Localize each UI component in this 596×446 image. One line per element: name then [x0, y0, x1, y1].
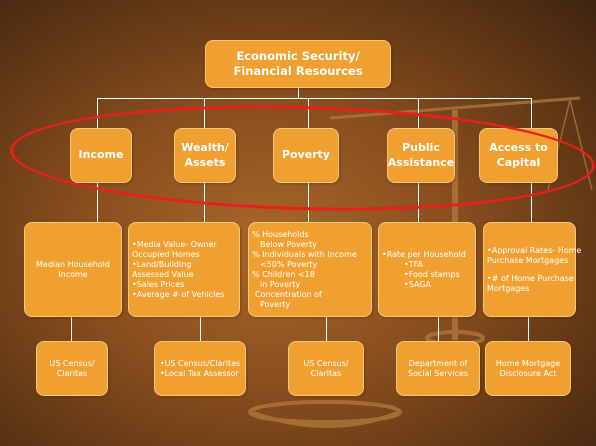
indicator-poverty-line-6: in Poverty: [260, 279, 301, 289]
indicator-wealth-line-4: Assessed Value: [132, 269, 194, 279]
source-capital-line-1: Home Mortgage: [495, 358, 561, 368]
category-public-line-2: Assistance: [387, 155, 455, 169]
category-capital-line-1: Access to: [489, 141, 548, 155]
indicators-public-assistance: •Rate per Household •TFA •Food stamps •S…: [378, 222, 476, 317]
indicator-wealth-line-1: •Media Value- Owner: [132, 239, 217, 249]
category-wealth-line-1: Wealth/: [181, 141, 229, 155]
root-line-1: Economic Security/: [236, 49, 360, 64]
connector-public-indicators: [418, 183, 419, 223]
source-income: US Census/ Claritas: [36, 341, 108, 396]
connector-poverty-indicators: [308, 183, 309, 223]
indicator-income-line-2: Income: [58, 269, 88, 279]
indicator-poverty-line-4: <50% Poverty: [260, 259, 318, 269]
connector-root-down: [298, 88, 299, 98]
indicator-poverty-line-5: % Children <18: [252, 269, 315, 279]
connector-to-capital: [531, 98, 532, 128]
indicator-public-line-2: •TFA: [404, 259, 423, 269]
category-public-line-1: Public: [402, 141, 440, 155]
source-capital-line-2: Disclosure Act: [499, 368, 557, 378]
source-income-line-1: US Census/: [49, 358, 95, 368]
indicator-wealth-line-3: •Land/Building: [132, 259, 192, 269]
indicator-capital-line-4: •# of Home Purchase: [487, 273, 574, 283]
category-income: Income: [70, 128, 132, 183]
root-line-2: Financial Resources: [233, 64, 363, 78]
source-poverty: US Census/ Claritas: [288, 341, 364, 396]
indicators-access-to-capital: •Approval Rates- Home Purchase Mortgages…: [483, 222, 582, 317]
category-wealth-assets: Wealth/ Assets: [174, 128, 236, 183]
indicator-income-line-1: Median Household: [36, 259, 110, 269]
indicator-public-line-3: •Food stamps: [404, 269, 460, 279]
indicator-poverty-line-1: % Households: [252, 229, 309, 239]
connector-to-poverty: [308, 98, 309, 128]
category-poverty: Poverty: [273, 128, 339, 183]
source-income-line-2: Claritas: [56, 368, 88, 378]
category-poverty-line-1: Poverty: [281, 148, 331, 162]
connector-to-wealth: [204, 98, 205, 128]
source-public-assistance: Department of Social Services: [396, 341, 480, 396]
connector-wealth-source: [200, 317, 201, 341]
connector-capital-source: [528, 317, 529, 341]
connector-income-indicators: [97, 183, 98, 223]
connector-to-public: [418, 98, 419, 128]
indicator-capital-line-5: Mortgages: [487, 283, 530, 293]
indicator-poverty-line-8: Poverty: [260, 299, 291, 309]
connector-public-source: [438, 317, 439, 341]
indicators-wealth: •Media Value- Owner Occupied Homes •Land…: [128, 222, 240, 317]
category-wealth-line-2: Assets: [184, 155, 226, 169]
category-access-to-capital: Access to Capital: [479, 128, 558, 183]
connector-income-source: [71, 317, 72, 341]
connector-branch-bar: [97, 98, 531, 99]
connector-to-income: [97, 98, 98, 128]
indicator-capital-line-2: Purchase Mortgages: [487, 255, 569, 265]
indicator-poverty-line-2: Below Poverty: [260, 239, 317, 249]
source-wealth: •US Census/Claritas •Local Tax Assessor: [154, 341, 246, 396]
category-public-assistance: Public Assistance: [387, 128, 455, 183]
root-node-economic-security: Economic Security/ Financial Resources: [205, 40, 391, 88]
indicator-wealth-line-6: •Average # of Vehicles: [132, 289, 225, 299]
indicator-public-line-1: •Rate per Household: [382, 249, 466, 259]
source-public-line-1: Department of: [408, 358, 468, 368]
indicator-wealth-line-2: Occupied Homes: [132, 249, 200, 259]
source-wealth-line-1: •US Census/Claritas: [159, 358, 241, 368]
indicators-poverty: % Households Below Poverty % Individuals…: [248, 222, 372, 317]
category-income-line-1: Income: [78, 148, 124, 162]
source-access-to-capital: Home Mortgage Disclosure Act: [485, 341, 571, 396]
indicators-income: Median Household Income: [24, 222, 122, 317]
category-capital-line-2: Capital: [496, 155, 541, 169]
indicator-poverty-line-3: % Individuals with Income: [252, 249, 357, 259]
indicator-poverty-line-7: Concentration of: [255, 289, 322, 299]
indicator-capital-line-1: •Approval Rates- Home: [487, 245, 582, 255]
connector-capital-indicators: [531, 183, 532, 223]
source-wealth-line-2: •Local Tax Assessor: [159, 368, 239, 378]
connector-wealth-indicators: [204, 183, 205, 223]
indicator-capital-line-3: [487, 266, 572, 274]
connector-poverty-source: [326, 317, 327, 341]
indicator-public-line-4: •SAGA: [404, 279, 431, 289]
source-poverty-line-1: US Census/: [303, 358, 349, 368]
indicator-wealth-line-5: •Sales Prices: [132, 279, 185, 289]
source-public-line-2: Social Services: [408, 368, 468, 378]
source-poverty-line-2: Claritas: [310, 368, 342, 378]
